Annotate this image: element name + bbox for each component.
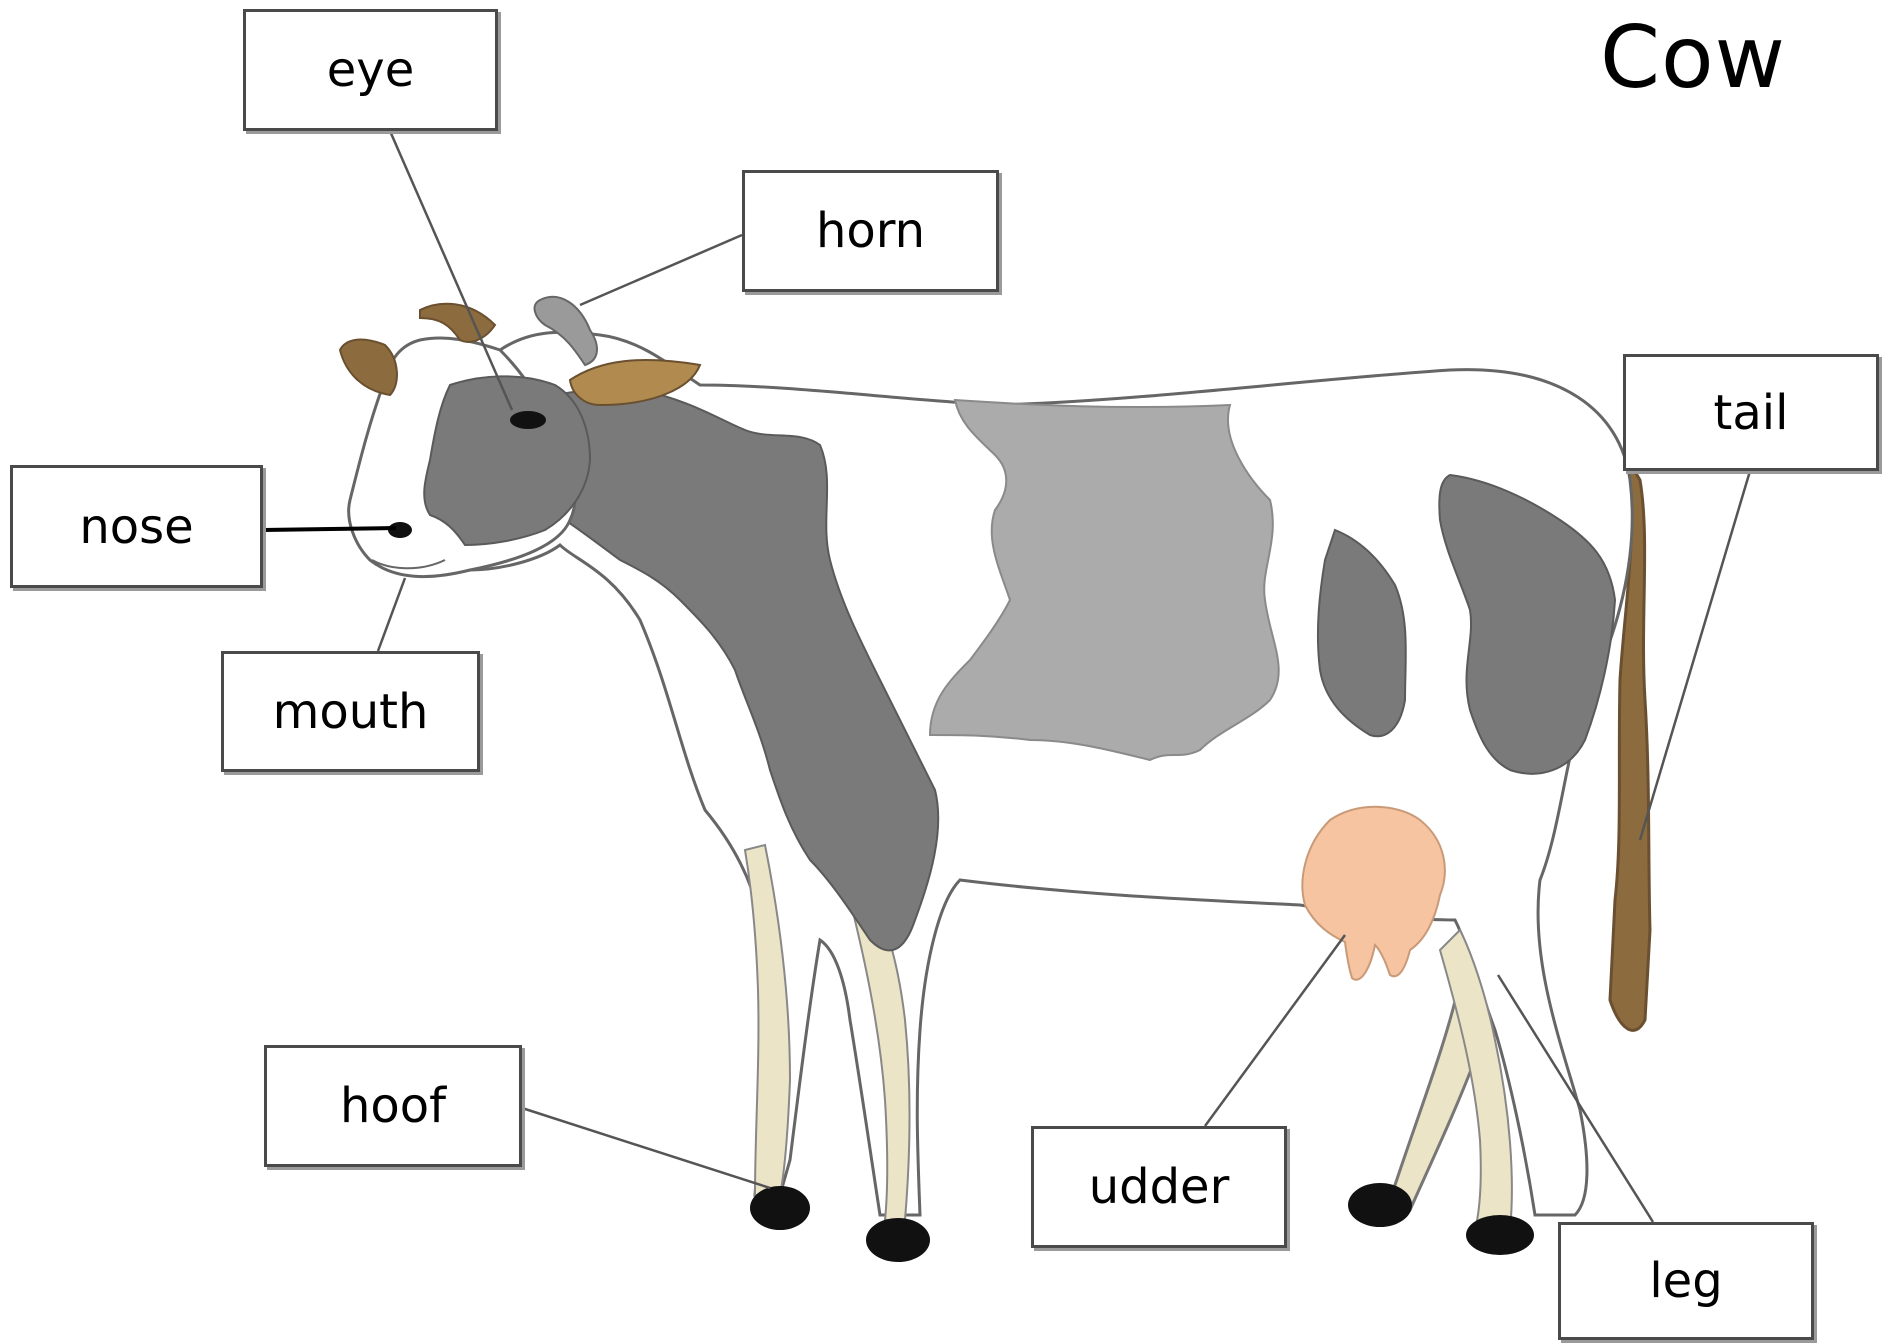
label-eye: eye bbox=[243, 9, 498, 131]
pointer-horn bbox=[580, 235, 742, 305]
label-leg-text: leg bbox=[1649, 1253, 1722, 1309]
label-horn: horn bbox=[742, 170, 999, 292]
label-tail-text: tail bbox=[1714, 385, 1789, 441]
label-leg: leg bbox=[1558, 1222, 1814, 1340]
label-hoof-text: hoof bbox=[340, 1078, 446, 1134]
cow-eye bbox=[510, 411, 546, 429]
label-udder-text: udder bbox=[1089, 1159, 1230, 1215]
pointer-udder bbox=[1205, 935, 1345, 1126]
hoof-front-left bbox=[750, 1186, 810, 1230]
label-udder: udder bbox=[1031, 1126, 1287, 1248]
hoof-back-near bbox=[1466, 1215, 1534, 1255]
hoof-back-far bbox=[1348, 1183, 1412, 1227]
hoof-front-right bbox=[866, 1218, 930, 1262]
ear-left bbox=[340, 340, 397, 395]
pointer-nose bbox=[263, 528, 396, 530]
label-mouth: mouth bbox=[221, 651, 480, 772]
pointer-mouth bbox=[378, 578, 405, 651]
label-eye-text: eye bbox=[327, 42, 414, 98]
label-nose-text: nose bbox=[79, 499, 193, 555]
pointer-tail bbox=[1640, 471, 1750, 840]
pointer-hoof bbox=[522, 1108, 770, 1188]
label-nose: nose bbox=[10, 465, 263, 588]
label-horn-text: horn bbox=[816, 203, 925, 259]
diagram-title: Cow bbox=[1600, 8, 1786, 108]
horn-left bbox=[420, 304, 495, 342]
label-tail: tail bbox=[1623, 354, 1879, 471]
udder bbox=[1302, 807, 1444, 980]
label-hoof: hoof bbox=[264, 1045, 522, 1167]
label-mouth-text: mouth bbox=[273, 684, 429, 740]
